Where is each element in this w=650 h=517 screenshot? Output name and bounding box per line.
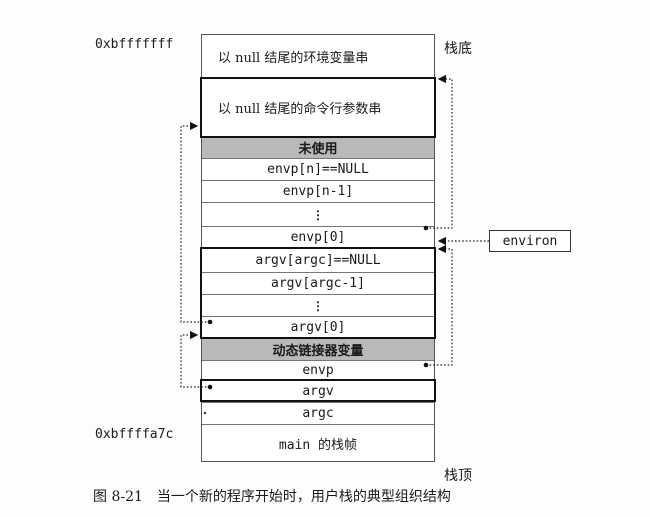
address-top: 0xbfffffff — [95, 37, 174, 52]
argv-argc-cell: argv[argc]==NULL — [202, 249, 434, 273]
envp-to-env-strings-arrow — [423, 74, 453, 231]
envp-pointer-to-envp-array-arrow — [423, 244, 453, 368]
argv-pointer-cell: argv — [202, 381, 434, 403]
envp-n-minus-1-cell: envp[n-1] — [202, 181, 434, 203]
stack-top-label: 栈顶 — [444, 468, 472, 484]
argv-pointer-to-argv-array-arrow — [180, 330, 213, 390]
main-stack-frame-cell: main 的栈帧 — [278, 437, 358, 453]
argv0-to-cmd-strings-arrow — [180, 121, 213, 325]
argv-argc-minus-1-cell: argv[argc-1] — [202, 273, 434, 295]
figure-caption: 图 8-21 当一个新的程序开始时，用户栈的典型组织结构 — [93, 489, 451, 505]
argc-cell: argc — [202, 403, 434, 425]
envp-n-cell: envp[n]==NULL — [202, 159, 434, 181]
stack-bottom-label: 栈底 — [444, 41, 472, 57]
envp-ellipsis-cell: ⋮ — [202, 203, 434, 227]
argc-bullet — [203, 411, 207, 415]
environ-variable-box: environ — [489, 230, 571, 252]
argv-ellipsis-cell: ⋮ — [202, 295, 434, 317]
dynamic-linker-vars-cell: 动态链接器变量 — [202, 339, 434, 361]
unused-cell: 未使用 — [202, 137, 434, 159]
address-bottom: 0xbffffa7c — [95, 427, 174, 442]
